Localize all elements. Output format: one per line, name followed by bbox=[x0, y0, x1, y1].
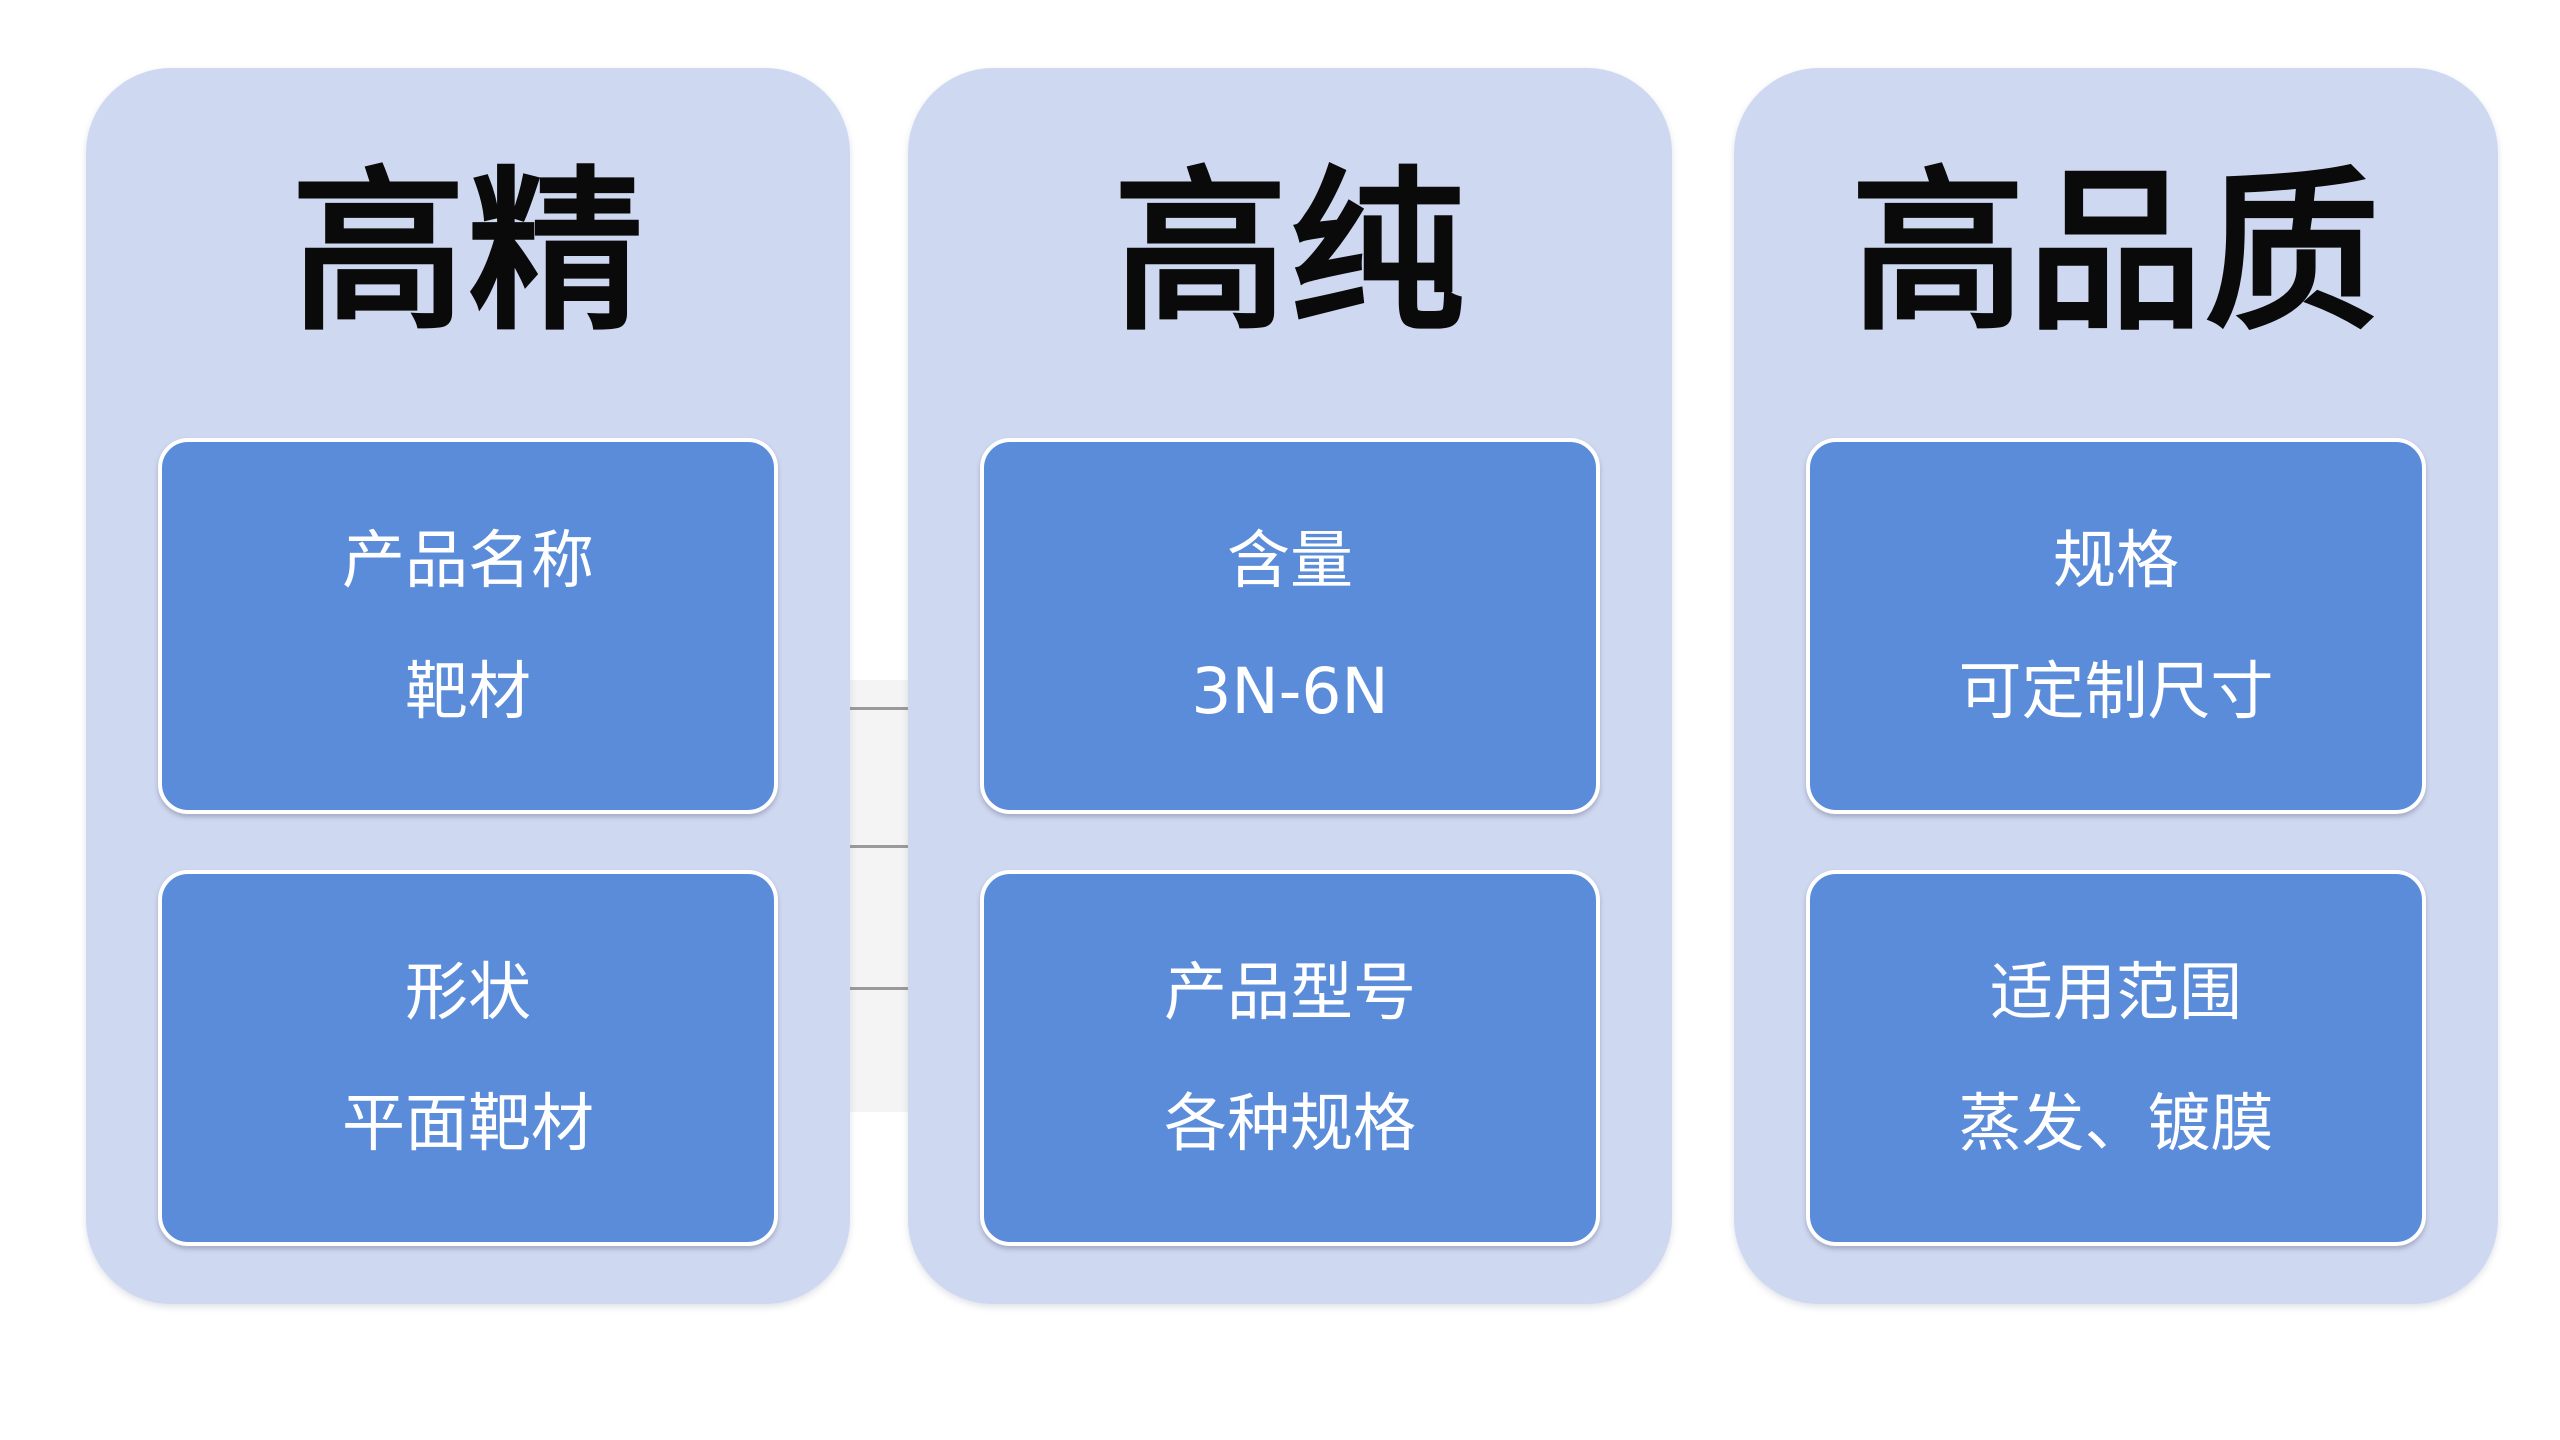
info-card-spec: 规格 可定制尺寸 bbox=[1806, 438, 2426, 814]
info-card-content: 含量 3N-6N bbox=[980, 438, 1600, 814]
table-row-divider bbox=[848, 845, 910, 848]
card-value: 平面靶材 bbox=[342, 1087, 594, 1160]
card-value: 蒸发、镀膜 bbox=[1958, 1087, 2274, 1160]
table-row-divider bbox=[848, 987, 910, 990]
card-value: 3N-6N bbox=[1191, 655, 1389, 728]
card-value: 各种规格 bbox=[1164, 1087, 1416, 1160]
card-value: 可定制尺寸 bbox=[1958, 655, 2274, 728]
card-label: 形状 bbox=[405, 956, 531, 1029]
card-label: 适用范围 bbox=[1990, 956, 2242, 1029]
column-title: 高精 bbox=[291, 151, 645, 355]
card-label: 规格 bbox=[2053, 524, 2179, 597]
table-row-divider bbox=[848, 707, 910, 710]
info-card-application: 适用范围 蒸发、镀膜 bbox=[1806, 870, 2426, 1246]
column-title: 高品质 bbox=[1850, 151, 2382, 355]
card-label: 产品型号 bbox=[1164, 956, 1416, 1029]
feature-column-high-purity: 高纯 含量 3N-6N 产品型号 各种规格 bbox=[908, 68, 1672, 1304]
background-table-fragment bbox=[848, 680, 910, 1112]
column-title: 高纯 bbox=[1113, 151, 1467, 355]
feature-column-high-precision: 高精 产品名称 靶材 形状 平面靶材 bbox=[86, 68, 850, 1304]
info-card-model: 产品型号 各种规格 bbox=[980, 870, 1600, 1246]
info-card-product-name: 产品名称 靶材 bbox=[158, 438, 778, 814]
card-label: 含量 bbox=[1227, 524, 1353, 597]
feature-column-high-quality: 高品质 规格 可定制尺寸 适用范围 蒸发、镀膜 bbox=[1734, 68, 2498, 1304]
info-card-shape: 形状 平面靶材 bbox=[158, 870, 778, 1246]
card-label: 产品名称 bbox=[342, 524, 594, 597]
card-value: 靶材 bbox=[405, 655, 531, 728]
